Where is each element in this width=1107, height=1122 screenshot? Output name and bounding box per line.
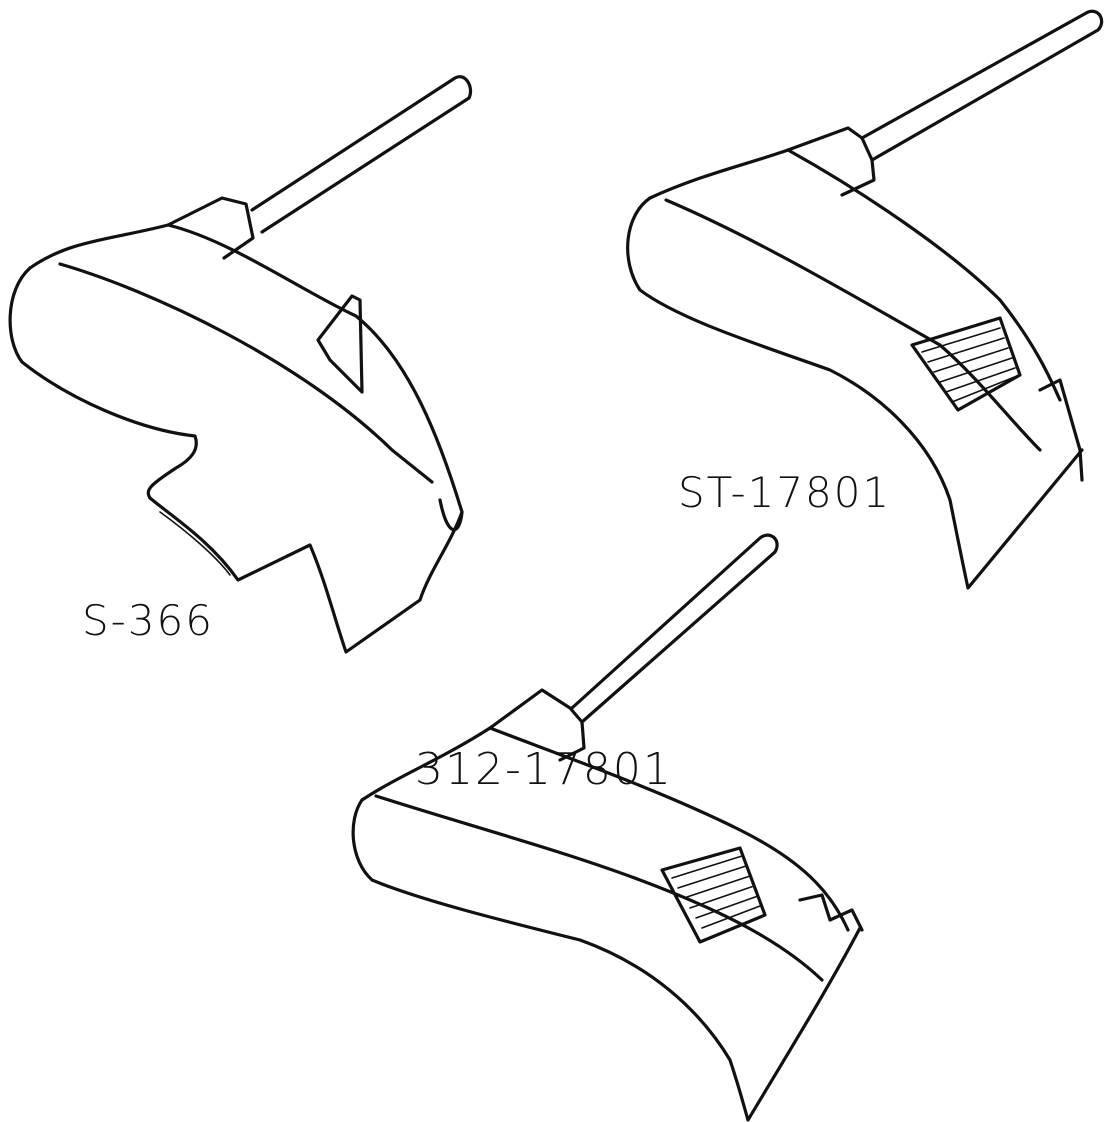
top-edge-s366 [28,223,464,532]
hosel-s366 [166,196,255,260]
putter-head-312-17801 [351,533,864,1122]
toe-block-st17801 [1038,378,1084,482]
label-s366: S-366 [82,596,214,645]
toe-block-312-17801 [798,893,864,932]
hosel-st17801 [786,126,876,197]
body-outline-s366 [8,266,198,500]
crown-line-st17801 [664,198,1042,452]
flange-inner-s366 [159,511,231,576]
stripe-hatch-st17801 [921,327,1018,403]
label-st17801: ST-17801 [678,468,892,517]
stripe-band-st17801 [910,316,1022,412]
putter-head-st17801 [626,9,1104,590]
body-outline-st17801 [626,196,1084,590]
body-outline-312-17801 [351,798,862,1122]
top-edge-312-17801 [360,726,850,932]
wing-s366 [316,294,364,394]
hosel-312-17801 [488,688,586,762]
top-edge-st17801 [648,148,1062,402]
crown-line-312-17801 [374,794,824,982]
stripe-band-312-17801 [660,846,767,944]
label-312-17801: 312-17801 [415,744,673,795]
shaft-312-17801 [570,533,779,724]
shaft-st17801 [860,9,1104,162]
crown-line-s366 [58,262,434,484]
shaft-s366 [250,75,473,234]
flange-s366 [148,496,464,654]
stripe-hatch-312-17801 [671,855,761,929]
putter-head-s366 [8,75,473,654]
